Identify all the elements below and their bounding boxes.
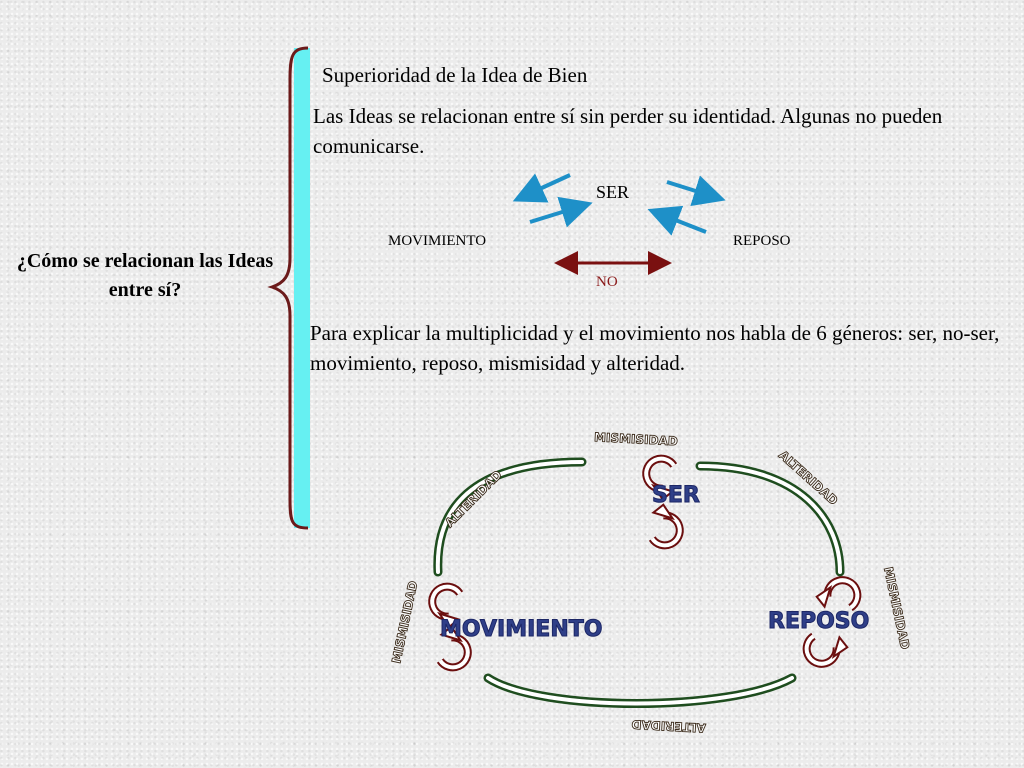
cycle-reposo-label: REPOSO [768, 609, 869, 634]
mismisidad-top-label: MISMISIDAD [594, 430, 678, 448]
arc-alteridad-right [695, 461, 845, 577]
paragraph-relacion-ideas: Las Ideas se relacionan entre sí sin per… [313, 104, 943, 158]
top-ser-label: SER [596, 182, 630, 202]
mismisidad-left-label: MISMISIDAD [389, 580, 420, 665]
top-movimiento-label: MOVIMIENTO [388, 233, 487, 249]
arrow-movimiento-to-ser [529, 196, 593, 228]
paragraph-generos: Para explicar la multiplicidad y el movi… [310, 321, 1000, 375]
cyan-bar [294, 48, 310, 528]
cycle-movimiento-label: MOVIMIENTO [440, 617, 602, 642]
top-reposo-label: REPOSO [733, 233, 791, 249]
cycle-ser-label: SER [652, 483, 700, 508]
curly-brace [267, 46, 309, 530]
arc-alteridad-bottom [483, 673, 797, 708]
question-heading: ¿Cómo se relacionan las Ideas entre sí? [16, 250, 274, 301]
cycle-arrow-ser-bottom-icon [643, 502, 684, 549]
alteridad-bottom-label: ALTERIDAD [631, 717, 706, 735]
arc-alteridad-left [433, 457, 587, 577]
top-no-label: NO [596, 274, 618, 290]
arrow-ser-to-reposo [666, 175, 726, 207]
arrow-ser-to-movimiento [512, 173, 571, 203]
title-superioridad: Superioridad de la Idea de Bien [322, 63, 588, 87]
alteridad-left-label: ALTERIDAD [442, 468, 504, 530]
mismisidad-right-label: MISMISIDAD [881, 566, 912, 651]
arrow-reposo-to-ser [647, 205, 707, 236]
